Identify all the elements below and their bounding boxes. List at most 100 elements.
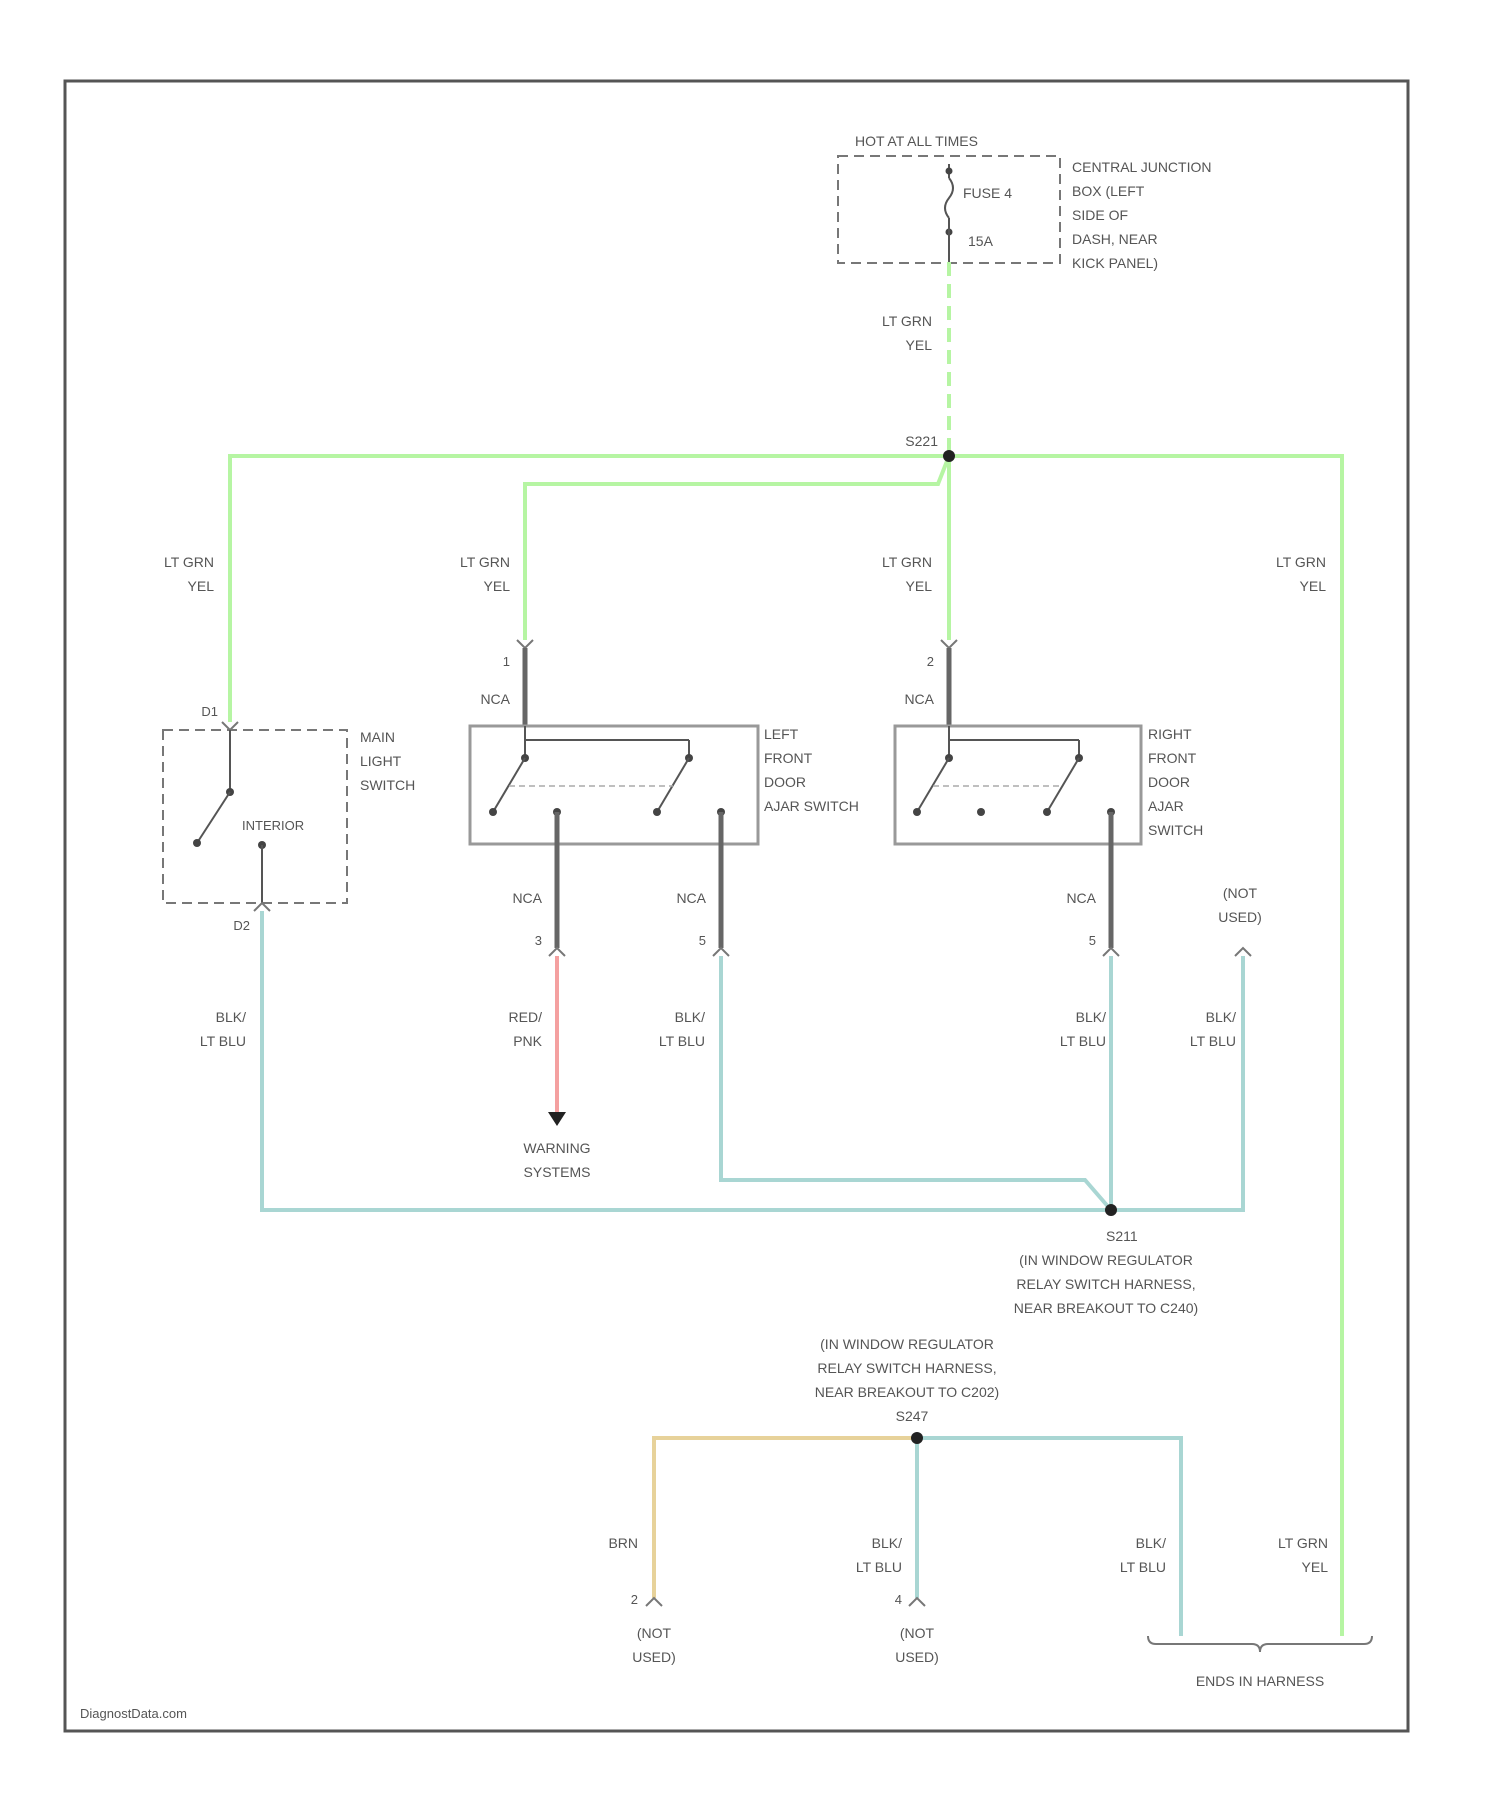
branch1-color-2: YEL	[188, 578, 215, 594]
blu6-color-1: BLK/	[1136, 1535, 1166, 1551]
main-switch-blade	[197, 792, 230, 843]
right-door-contact-b-off	[1043, 808, 1051, 816]
right-door-pin-b: 5	[1089, 933, 1096, 948]
left-door-nca-top: NCA	[480, 691, 510, 707]
splice-s211-id: S211	[1106, 1228, 1138, 1244]
fuse-location-4: DASH, NEAR	[1072, 231, 1158, 247]
main-light-switch-box	[163, 730, 347, 903]
blu-wire-main-switch	[262, 911, 1111, 1210]
left-door-pin-b: 5	[699, 933, 706, 948]
left-door-connector-b	[713, 948, 729, 956]
fuse-symbol	[945, 178, 953, 218]
splice-s247	[911, 1432, 923, 1444]
right-door-label-5: SWITCH	[1148, 822, 1203, 838]
splice-s211-desc-2: RELAY SWITCH HARNESS,	[1016, 1276, 1195, 1292]
red-wire-color-2: PNK	[513, 1033, 542, 1049]
main-switch-interior-label: INTERIOR	[242, 818, 304, 833]
harness-brace	[1148, 1636, 1372, 1652]
splice-s247-id: S247	[896, 1408, 929, 1424]
left-door-nca-b: NCA	[676, 890, 706, 906]
red-wire-color-1: RED/	[509, 1009, 543, 1025]
blu4-color-2: LT BLU	[1190, 1033, 1236, 1049]
right-door-contact-a	[977, 808, 985, 816]
fuse-location-5: KICK PANEL)	[1072, 255, 1158, 271]
main-switch-connector-bottom	[254, 903, 270, 911]
fuse-hot-label: HOT AT ALL TIMES	[855, 133, 978, 149]
fuse-location-1: CENTRAL JUNCTION	[1072, 159, 1212, 175]
right-door-nca-top: NCA	[904, 691, 934, 707]
right-door-blade-b	[1047, 758, 1079, 812]
not-used-top-2: USED)	[1218, 909, 1262, 925]
warning-label-2: SYSTEMS	[524, 1164, 591, 1180]
brn-wire-label: BRN	[608, 1535, 638, 1551]
right-door-nca-b: NCA	[1066, 890, 1096, 906]
branch4-color-2: YEL	[1300, 578, 1327, 594]
ends-in-harness: ENDS IN HARNESS	[1196, 1673, 1324, 1689]
blu-pin4: 4	[895, 1592, 902, 1607]
blu5-color-1: BLK/	[872, 1535, 902, 1551]
right-door-label-4: AJAR	[1148, 798, 1184, 814]
left-door-switch-box	[470, 726, 758, 844]
watermark: DiagnostData.com	[80, 1706, 187, 1721]
main-switch-label-2: LIGHT	[360, 753, 402, 769]
diagram-border	[65, 81, 1408, 1731]
wire-to-harness-end	[949, 456, 1342, 1636]
blu-pin4-connector	[909, 1598, 925, 1606]
branch2-color-1: LT GRN	[460, 554, 510, 570]
fuse-terminal-top	[946, 168, 953, 175]
main-switch-off-contact	[193, 839, 201, 847]
wire-to-main-light-switch	[230, 456, 949, 722]
left-door-blade-a	[493, 758, 525, 812]
blu5-color-2: LT BLU	[856, 1559, 902, 1575]
right-door-blade-a	[917, 758, 949, 812]
not-used-top-connector	[1235, 948, 1251, 956]
blu2-color-2: LT BLU	[659, 1033, 705, 1049]
left-door-pin-top: 1	[503, 654, 510, 669]
warning-label-1: WARNING	[523, 1140, 590, 1156]
main-switch-pin-bottom: D2	[233, 918, 250, 933]
branch3-color-2: YEL	[906, 578, 933, 594]
left-door-pin-a: 3	[535, 933, 542, 948]
splice-s247-desc-1: (IN WINDOW REGULATOR	[820, 1336, 994, 1352]
fuse-name: FUSE 4	[963, 185, 1012, 201]
branch2-color-2: YEL	[484, 578, 511, 594]
right-door-connector-top	[941, 640, 957, 648]
splice-s247-desc-3: NEAR BREAKOUT TO C202)	[815, 1384, 999, 1400]
branch4-color-1: LT GRN	[1276, 554, 1326, 570]
main-switch-pin-top: D1	[201, 704, 218, 719]
wire-to-left-door-switch	[525, 456, 949, 640]
left-door-connector-top	[517, 640, 533, 648]
main-switch-label-3: SWITCH	[360, 777, 415, 793]
splice-s221-label: S221	[905, 433, 938, 449]
fuse-amps: 15A	[968, 233, 994, 249]
right-door-pin-top: 2	[927, 654, 934, 669]
brn-pin: 2	[631, 1592, 638, 1607]
left-door-contact-b-off	[653, 808, 661, 816]
grn-bottom-color-2: YEL	[1302, 1559, 1329, 1575]
left-door-label-4: AJAR SWITCH	[764, 798, 859, 814]
brn-connector	[646, 1598, 662, 1606]
blu4-color-1: BLK/	[1206, 1009, 1236, 1025]
feed-wire-color-2: YEL	[906, 337, 933, 353]
left-door-connector-a	[549, 948, 565, 956]
blu-wire-not-used	[1111, 956, 1243, 1210]
left-door-blade-b	[657, 758, 689, 812]
fuse-location-2: BOX (LEFT	[1072, 183, 1145, 199]
blu6-color-2: LT BLU	[1120, 1559, 1166, 1575]
left-door-label-2: FRONT	[764, 750, 813, 766]
warning-arrow	[548, 1112, 566, 1126]
left-door-contact-a-off	[489, 808, 497, 816]
blu1-color-2: LT BLU	[200, 1033, 246, 1049]
blu1-color-1: BLK/	[216, 1009, 246, 1025]
main-switch-connector-top	[222, 722, 238, 730]
grn-bottom-color-1: LT GRN	[1278, 1535, 1328, 1551]
splice-s211	[1105, 1204, 1117, 1216]
left-door-label-3: DOOR	[764, 774, 806, 790]
not-used-blu-1: (NOT	[900, 1625, 935, 1641]
feed-wire-color-1: LT GRN	[882, 313, 932, 329]
not-used-brn-1: (NOT	[637, 1625, 672, 1641]
right-door-label-2: FRONT	[1148, 750, 1197, 766]
not-used-brn-2: USED)	[632, 1649, 676, 1665]
not-used-top-1: (NOT	[1223, 885, 1258, 901]
main-switch-label-1: MAIN	[360, 729, 395, 745]
